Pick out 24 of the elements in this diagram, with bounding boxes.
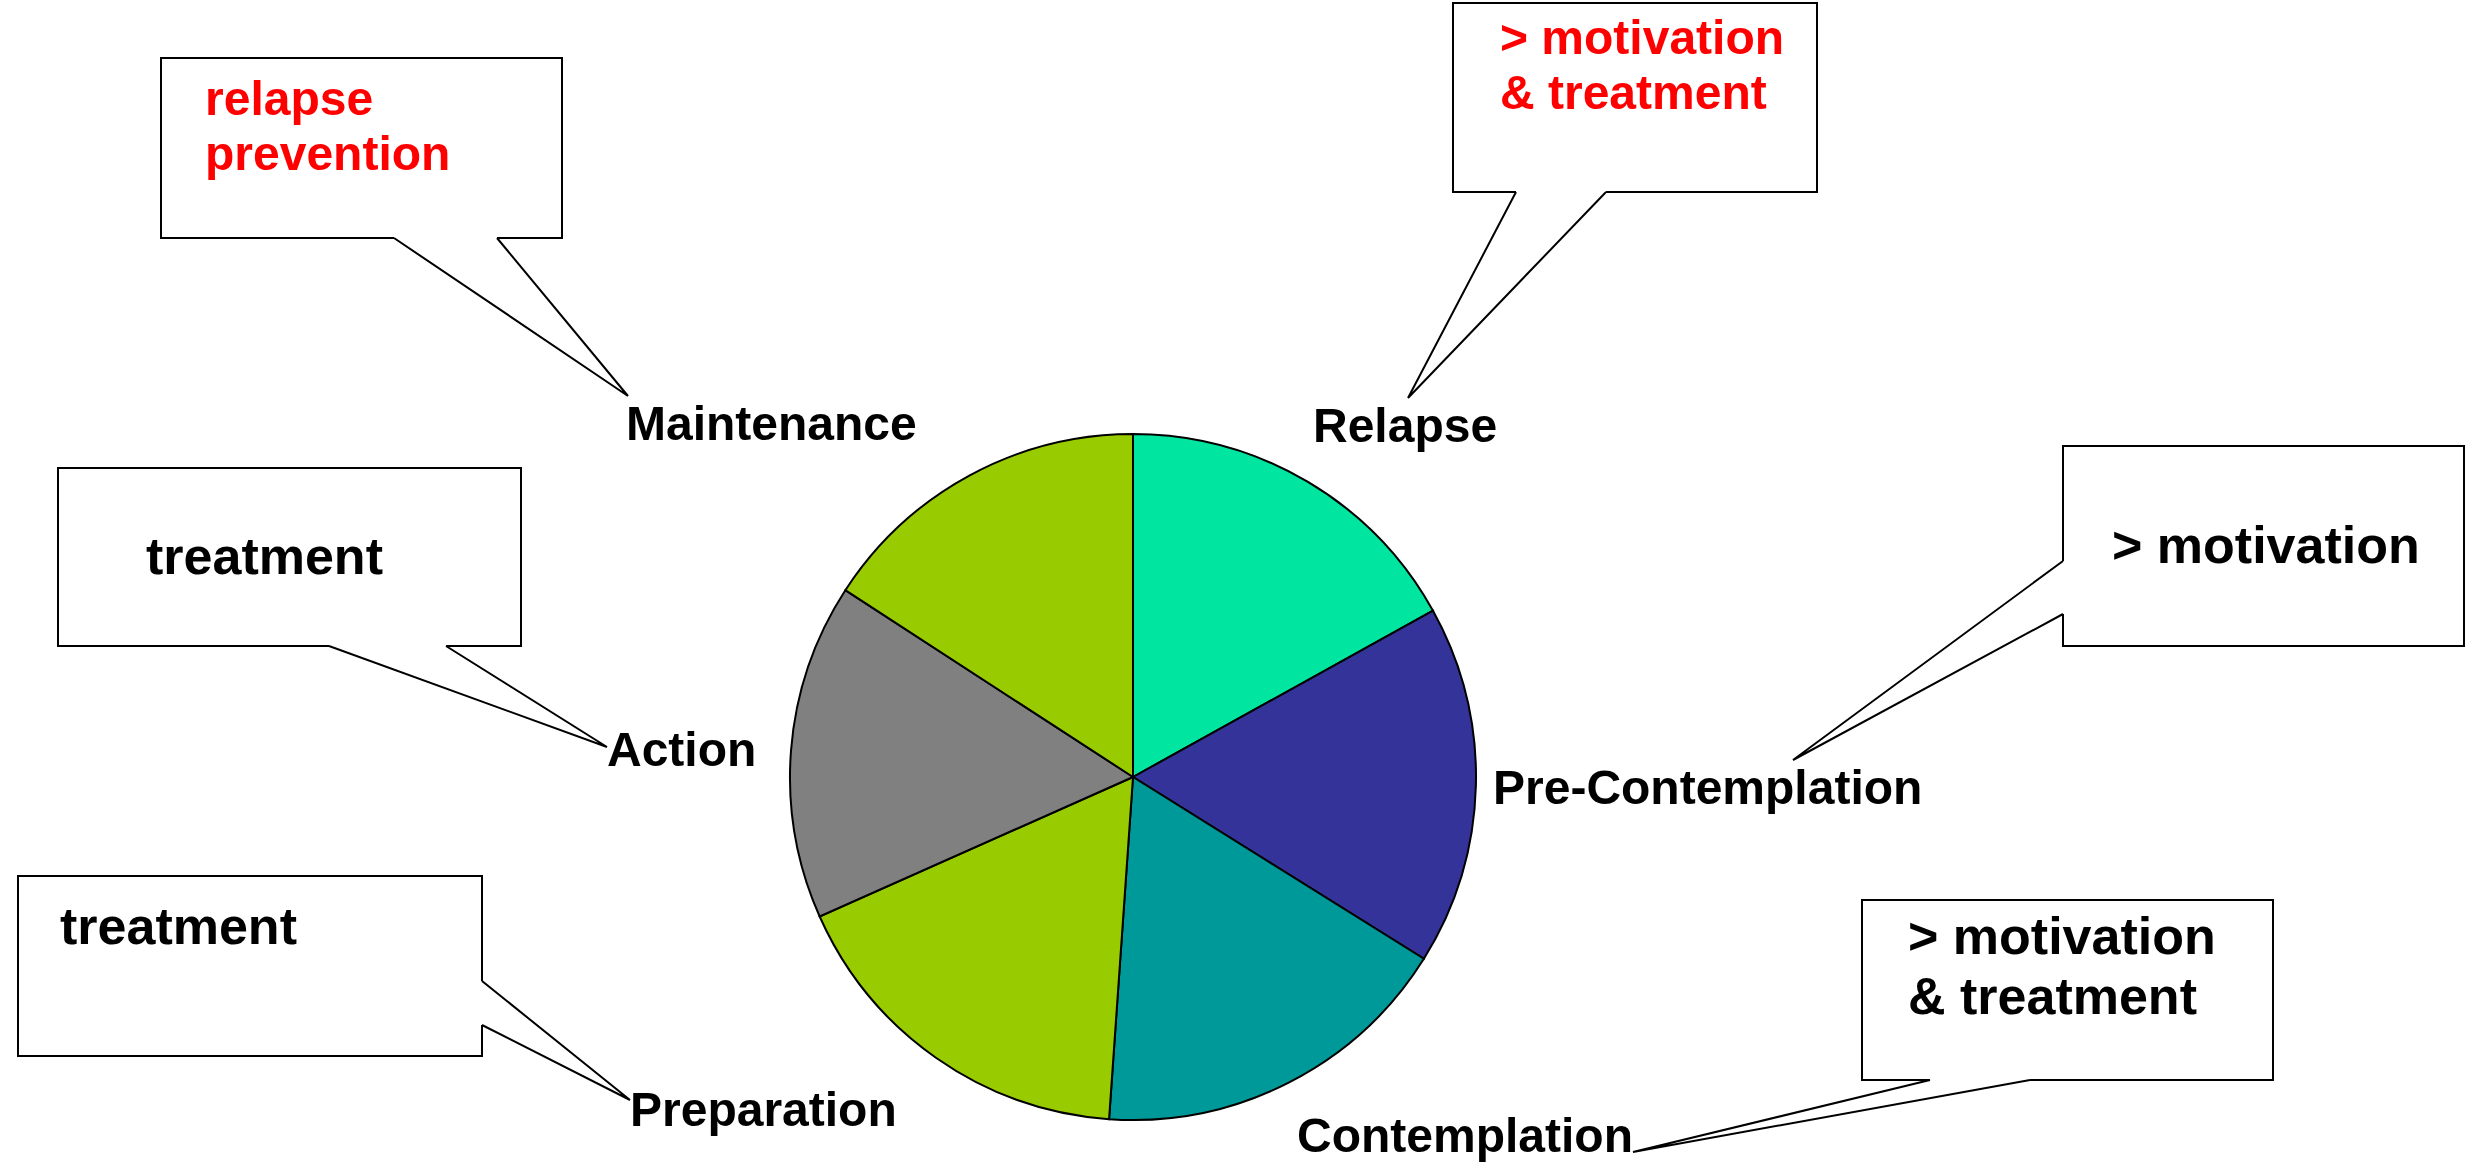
bubble-text: > motivation & treatment [1908, 907, 2217, 1027]
speech-bubble-tail [1632, 1079, 2031, 1153]
speech-bubble [1452, 2, 1818, 193]
speech-bubble-tail [328, 645, 608, 748]
speech-bubble [17, 875, 483, 1057]
stage-label: Preparation [630, 1082, 897, 1138]
speech-bubble [160, 57, 563, 239]
speech-bubble-tail [481, 980, 631, 1101]
speech-bubble-tail [1407, 191, 1607, 399]
stage-label: Contemplation [1297, 1108, 1633, 1164]
stage-label: Maintenance [626, 396, 917, 452]
speech-bubble [2062, 445, 2465, 647]
stage-label: Action [607, 722, 757, 778]
stage-label: Relapse [1313, 398, 1498, 454]
stage-label: Pre-Contemplation [1493, 760, 1923, 816]
bubble-text: treatment [60, 897, 298, 957]
speech-bubble [57, 467, 522, 647]
speech-bubble [1861, 899, 2274, 1081]
bubble-text: relapse prevention [205, 71, 452, 182]
bubble-text: treatment [146, 527, 384, 587]
bubble-text: > motivation [2112, 516, 2421, 576]
speech-bubble-tail [1792, 560, 2064, 761]
bubble-text: > motivation & treatment [1500, 10, 1786, 121]
speech-bubble-tail [393, 237, 629, 397]
